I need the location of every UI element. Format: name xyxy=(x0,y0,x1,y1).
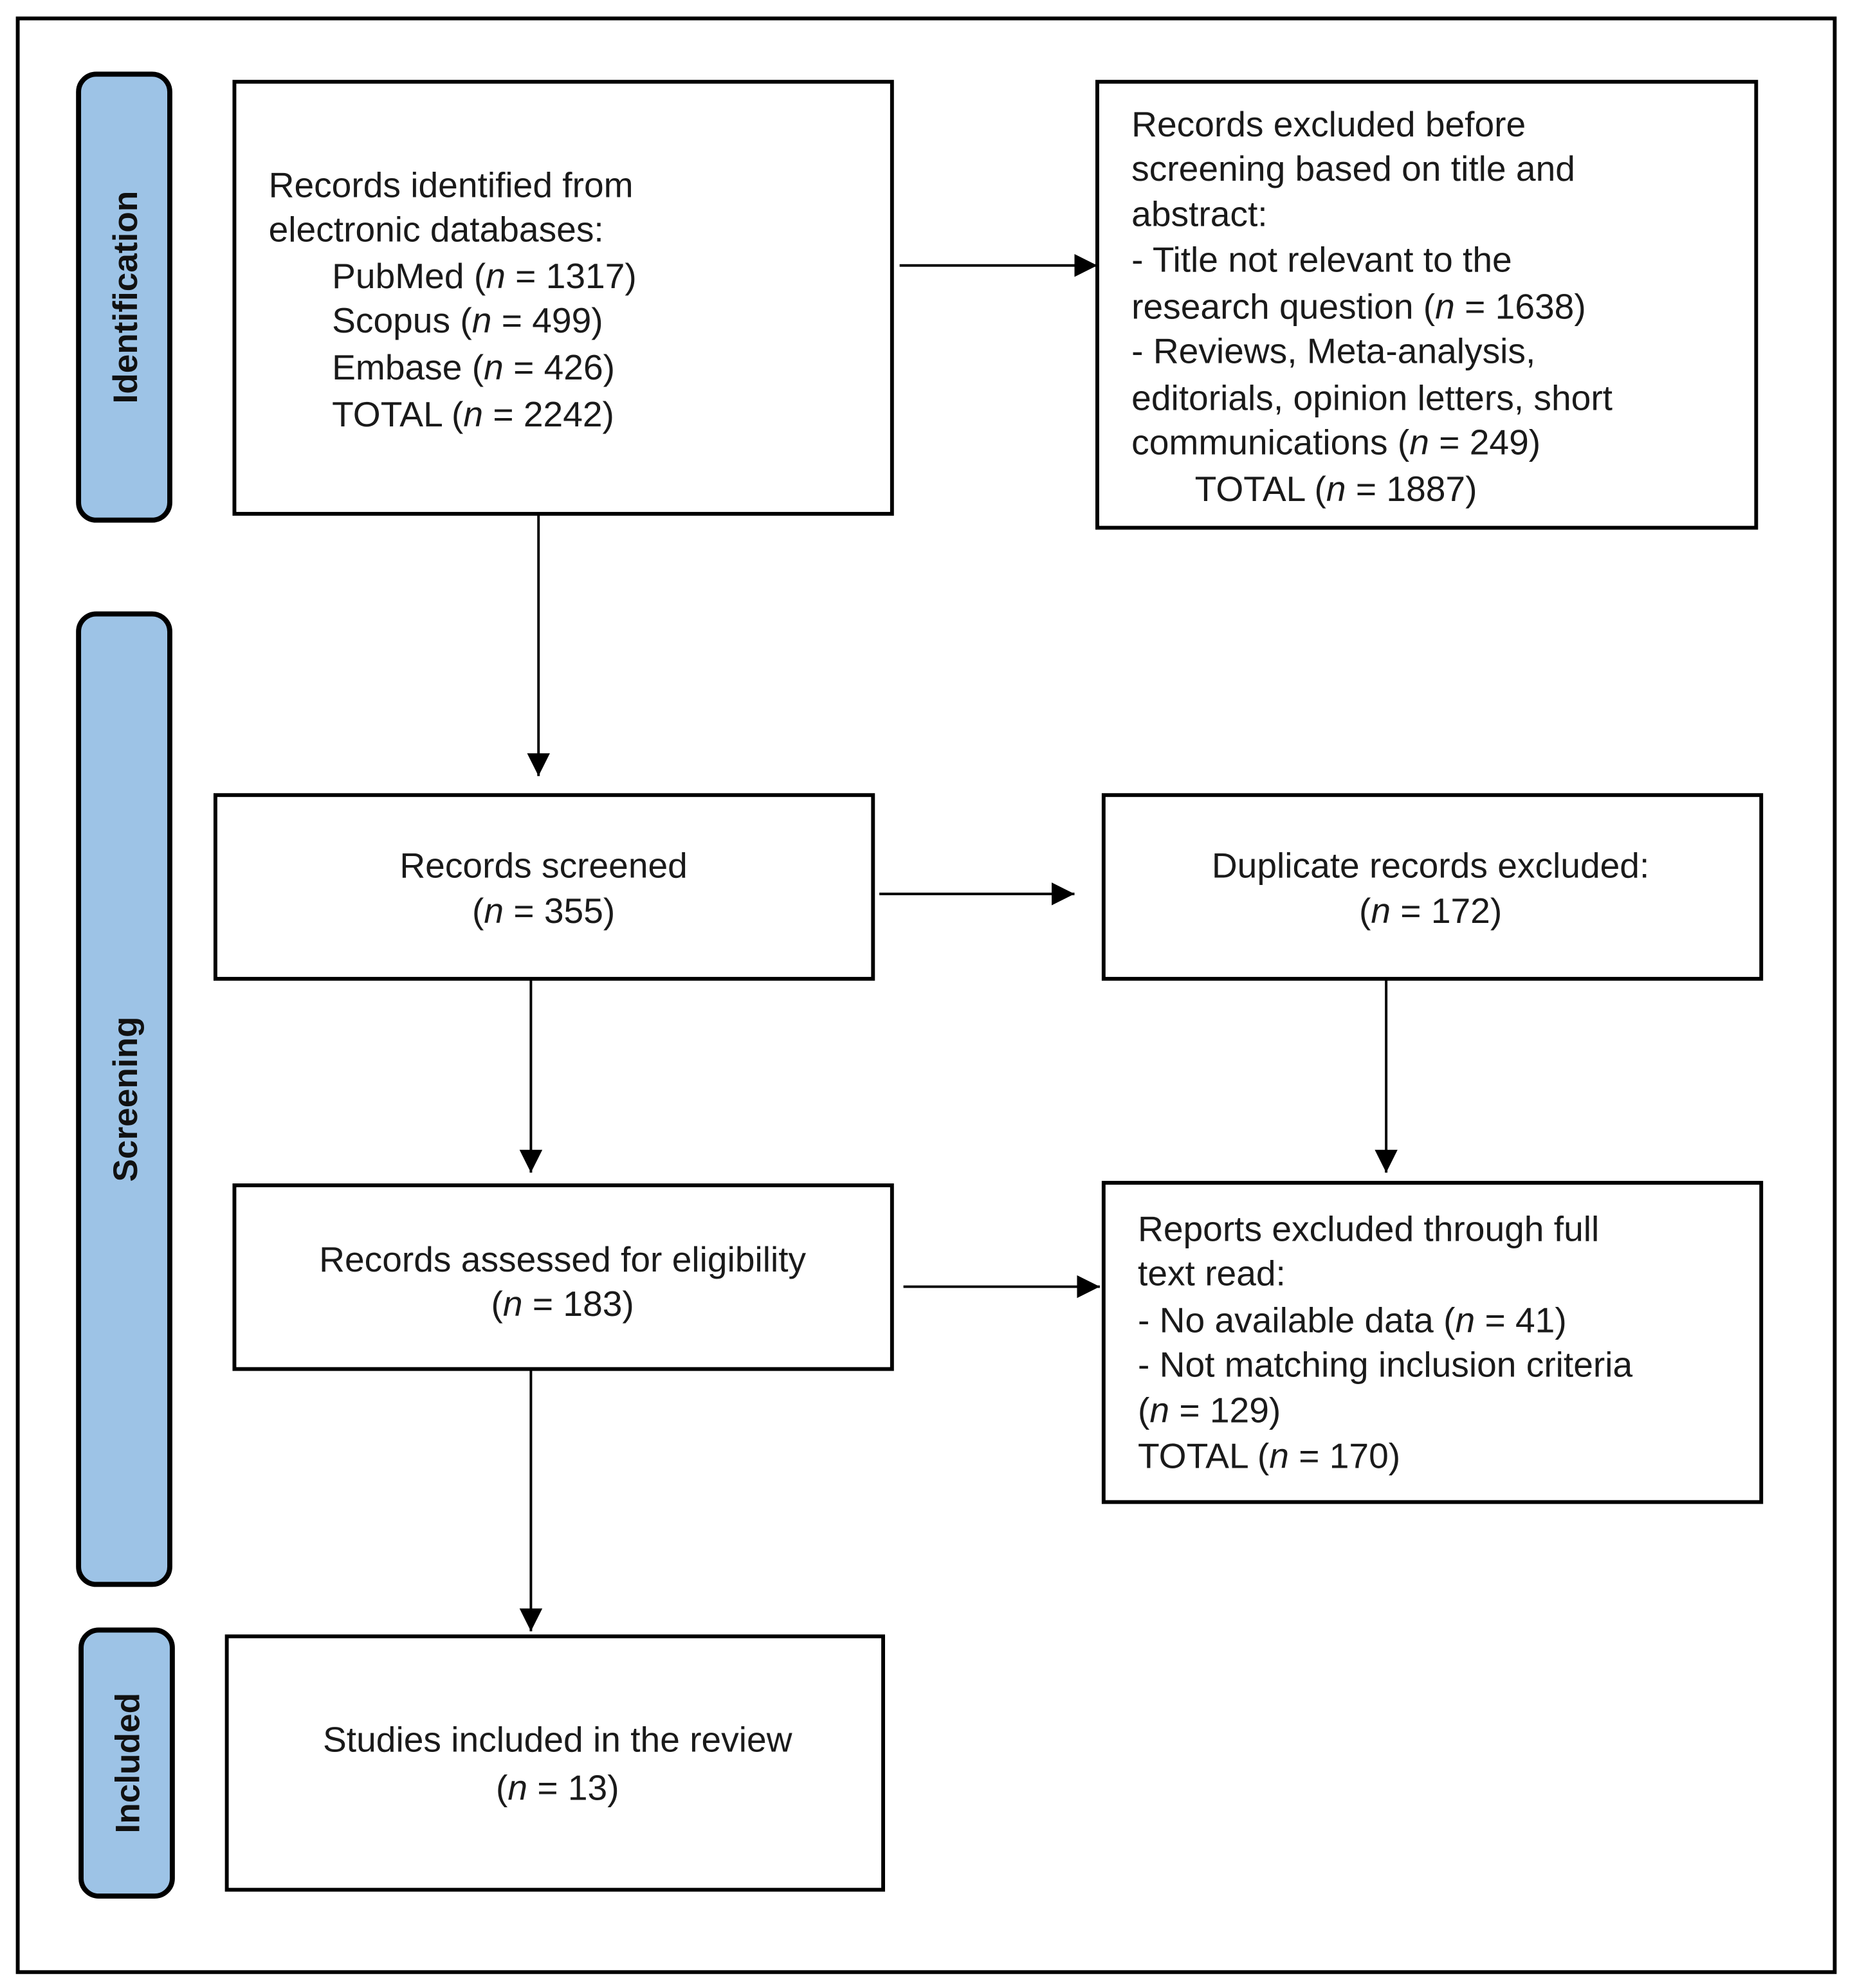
outer-frame xyxy=(15,16,1837,1974)
records-excluded-before-screening-box: Records excluded before screening based … xyxy=(1095,80,1759,530)
box-count: (n = 172) xyxy=(1359,891,1502,931)
text-line: abstract: xyxy=(1131,194,1267,234)
text-line: - No available data (n = 41) xyxy=(1138,1300,1567,1340)
box-count: (n = 13) xyxy=(496,1767,619,1807)
scopus-count: Scopus (n = 499) xyxy=(332,300,603,340)
text-line: - Not matching inclusion criteria xyxy=(1138,1344,1633,1384)
text-line: (n = 129) xyxy=(1138,1390,1281,1430)
box-title: Studies included in the review xyxy=(323,1720,792,1760)
total-count: TOTAL (n = 2242) xyxy=(332,394,614,434)
box-count: (n = 355) xyxy=(472,891,615,931)
text-line: Records identified from xyxy=(269,165,634,205)
text-line: electronic databases: xyxy=(269,209,604,249)
text-line: research question (n = 1638) xyxy=(1131,287,1586,327)
text-line: Reports excluded through full xyxy=(1138,1209,1599,1249)
text-line: Records excluded before xyxy=(1131,104,1526,144)
text-line: screening based on title and xyxy=(1131,149,1575,188)
stage-included-label: Included xyxy=(109,1693,147,1834)
text-line: - Reviews, Meta-analysis, xyxy=(1131,331,1535,370)
pubmed-count: PubMed (n = 1317) xyxy=(332,256,637,296)
text-line: editorials, opinion letters, short xyxy=(1131,378,1613,417)
eligibility-box: Records assessed for eligibility (n = 18… xyxy=(232,1183,894,1371)
studies-included-box: Studies included in the review (n = 13) xyxy=(224,1634,886,1892)
total-count: TOTAL (n = 170) xyxy=(1138,1436,1400,1475)
stage-screening: Screening xyxy=(76,611,172,1587)
total-count: TOTAL (n = 1887) xyxy=(1195,469,1477,509)
stage-identification: Identification xyxy=(76,71,172,523)
stage-screening-label: Screening xyxy=(107,1016,145,1181)
records-identified-box: Records identified from electronic datab… xyxy=(232,80,894,516)
box-title: Records screened xyxy=(399,845,687,885)
stage-included: Included xyxy=(78,1627,175,1899)
stage-identification-label: Identification xyxy=(107,191,145,404)
embase-count: Embase (n = 426) xyxy=(332,347,615,387)
text-line: - Title not relevant to the xyxy=(1131,240,1512,280)
box-title: Records assessed for eligibility xyxy=(319,1239,806,1279)
text-line: text read: xyxy=(1138,1254,1286,1293)
reports-excluded-box: Reports excluded through full text read:… xyxy=(1101,1181,1764,1504)
records-screened-box: Records screened (n = 355) xyxy=(213,793,875,981)
box-count: (n = 183) xyxy=(491,1284,634,1324)
box-title: Duplicate records excluded: xyxy=(1212,845,1649,885)
text-line: communications (n = 249) xyxy=(1131,422,1540,462)
duplicates-excluded-box: Duplicate records excluded: (n = 172) xyxy=(1101,793,1764,981)
